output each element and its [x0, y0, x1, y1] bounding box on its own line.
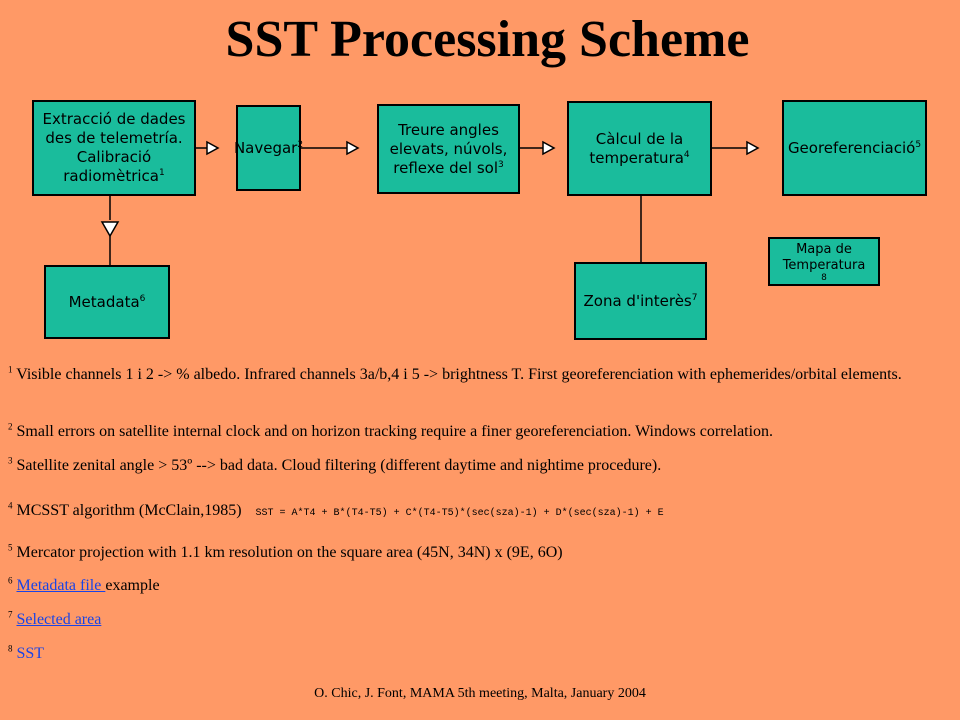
footnote-number: 2	[8, 421, 13, 432]
footnote-text: MCSST algorithm (McClain,1985)	[16, 502, 242, 519]
footnote-1: 1 Visible channels 1 i 2 -> % albedo. In…	[8, 364, 948, 385]
box-treure: Treure angles elevats, núvols, reflexe d…	[377, 104, 520, 194]
footnote-ref: 3	[498, 159, 504, 170]
arrow-right-icon	[542, 140, 556, 156]
box-navegar-label: Navegar	[233, 138, 298, 157]
footnote-ref: 6	[139, 293, 146, 304]
footnote-ref: 1	[159, 168, 165, 178]
box-mapa-label: Mapa de Temperatura	[782, 241, 866, 273]
footnote-6: 6 Metadata file example	[8, 575, 948, 596]
footnote-2: 2 Small errors on satellite internal clo…	[8, 421, 948, 442]
footnote-text: example	[105, 577, 160, 594]
footnote-4: 4 MCSST algorithm (McClain,1985) SST = A*…	[8, 500, 948, 524]
box-calcul: Càlcul de la temperatura4	[567, 101, 712, 196]
box-extraccio: Extracció de dades des de telemetría. Ca…	[32, 100, 196, 196]
footnote-number: 4	[8, 500, 13, 511]
footnote-7: 7 Selected area	[8, 609, 948, 630]
footnote-number: 6	[8, 575, 13, 586]
sst-link[interactable]: SST	[16, 645, 45, 662]
arrow-right-icon	[746, 140, 760, 156]
box-georeferenciacio: Georeferenciació5	[782, 100, 927, 196]
footnote-text: Small errors on satellite internal clock…	[16, 423, 774, 440]
footnote-number: 3	[8, 455, 13, 466]
footnote-ref: 7	[691, 292, 698, 303]
box-mapa-temperatura: Mapa de Temperatura 8	[768, 237, 880, 286]
footnote-ref: 2	[297, 139, 304, 150]
arrow-down-icon	[100, 221, 120, 238]
page-title: SST Processing Scheme	[225, 11, 750, 68]
selected-area-link[interactable]: Selected area	[16, 611, 102, 628]
box-zona-label: Zona d'interès	[583, 291, 692, 310]
footnote-3: 3 Satellite zenital angle > 53º --> bad …	[8, 455, 948, 476]
footnote-ref: 5	[915, 139, 922, 150]
box-extraccio-label: Extracció de dades des de telemetría. Ca…	[42, 110, 186, 185]
footnote-ref: 8	[821, 272, 827, 283]
footnote-number: 1	[8, 364, 13, 375]
box-calcul-label: Càlcul de la temperatura	[589, 129, 684, 167]
box-metadata: Metadata6	[44, 265, 170, 339]
footnote-number: 8	[8, 643, 13, 654]
footnote-ref: 4	[683, 149, 690, 160]
box-zona-interes: Zona d'interès7	[574, 262, 707, 340]
arrow-right-icon	[346, 140, 360, 156]
footnote-5: 5 Mercator projection with 1.1 km resolu…	[8, 542, 948, 563]
arrow-right-icon	[206, 140, 220, 156]
footnote-text: Mercator projection with 1.1 km resoluti…	[16, 544, 563, 561]
footnote-number: 5	[8, 542, 13, 553]
footnote-number: 7	[8, 609, 13, 620]
formula-text: SST = A*T4 + B*(T4-T5) + C*(T4-T5)*(sec(…	[255, 508, 664, 519]
box-treure-label: Treure angles elevats, núvols, reflexe d…	[389, 120, 508, 177]
box-navegar: Navegar2	[233, 105, 304, 191]
box-georef-label: Georeferenciació	[787, 138, 916, 157]
footnote-text: Satellite zenital angle > 53º --> bad da…	[16, 457, 662, 474]
metadata-file-link[interactable]: Metadata file	[16, 577, 106, 594]
footer-credits: O. Chic, J. Font, MAMA 5th meeting, Malt…	[314, 686, 646, 701]
box-metadata-label: Metadata	[68, 292, 140, 311]
footnote-text: Visible channels 1 i 2 -> % albedo. Infr…	[16, 366, 902, 383]
footnote-8: 8 SST	[8, 643, 948, 664]
